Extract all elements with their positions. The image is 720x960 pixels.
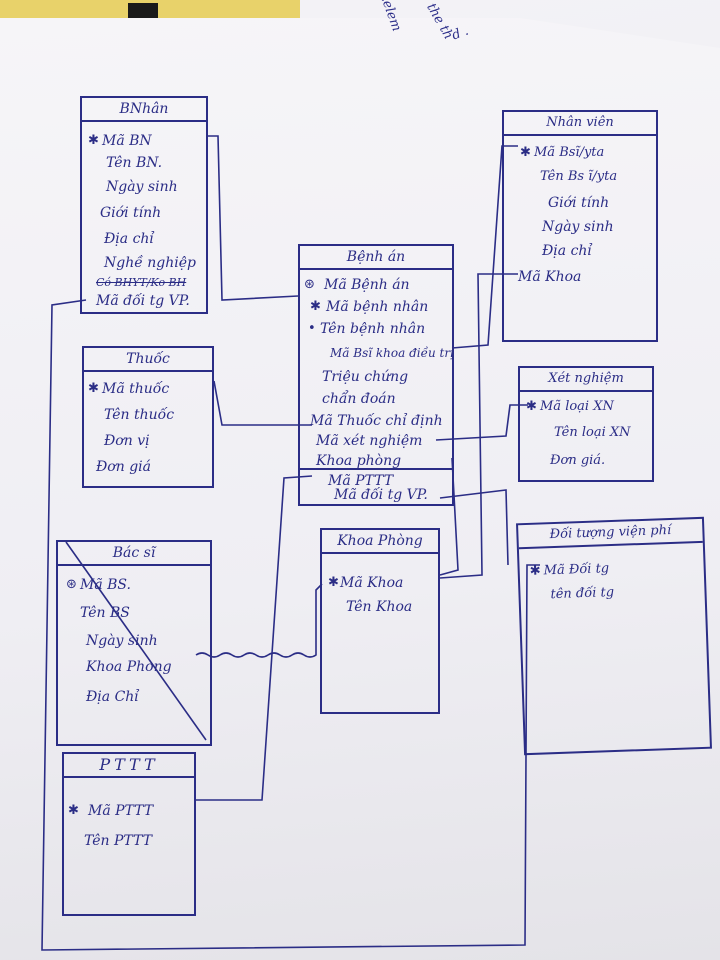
divider [300,468,452,470]
attr: Mã PTTT [328,473,394,489]
line-bn-benhan [207,135,299,301]
attr: Đơn giá [96,459,151,475]
line-bsi-nhanvien [451,145,518,349]
entity-title: Nhân viên [504,112,656,136]
attr: Mã Thuốc chỉ định [310,413,443,429]
entity-bacsi: Bác sĩ ⊛ Mã BS. Tên BS Ngày sinh Khoa Ph… [56,540,212,746]
line-benhan-doituong [439,489,509,566]
entity-khoaphong: Khoa Phòng ✱ Mã Khoa Tên Khoa [320,528,440,714]
attr: Mã Khoa [518,269,582,285]
entity-title: Đối tượng viện phí [518,518,703,550]
entity-title: Khoa Phòng [322,530,438,554]
entity-nhanvien: Nhân viên ✱ Mã Bsĩ/yta Tên Bs ĩ/yta Giới… [502,110,658,342]
entity-title: Thuốc [84,348,212,372]
attr: Địa chỉ [542,243,592,259]
attr: Mã PTTT [88,803,154,819]
attr: tên đối tg [550,584,615,603]
attr: Mã đối tg VP. [334,487,428,503]
attr: Mã bệnh nhân [326,299,429,315]
line-doituong-loop [41,299,540,951]
attr: chẩn đoán [322,391,396,407]
attr: Địa chỉ [104,231,154,247]
primary-key-icon: ✱ [88,133,99,148]
dark-mark [128,3,158,21]
attr: Đơn giá. [550,453,606,468]
line-benhan-khoaphong [439,457,459,576]
entity-pttt: PTTT ✱ Mã PTTT Tên PTTT [62,752,196,916]
attr: Mã loại XN [540,399,614,414]
line-bacsi-khoaphong [195,583,323,658]
entity-title: Xét nghiệm [520,368,652,392]
primary-key-icon: ⊛ [304,277,315,292]
attr: Tên Khoa [346,599,413,615]
attr: Tên BS [80,605,130,621]
primary-key-icon: ⊛ [66,577,77,592]
primary-key-icon: ✱ [526,399,537,414]
key-marker-icon: ✱ [310,299,321,314]
primary-key-icon: ✱ [88,381,99,396]
attr: Mã Bệnh án [324,277,410,293]
entity-xetnghiem: Xét nghiệm ✱ Mã loại XN Tên loại XN Đơn … [518,366,654,482]
attr: Khoa Phòng [86,659,172,675]
key-marker-icon: • [308,321,316,336]
attr: Mã xét nghiệm [316,433,423,449]
attr: Ngày sinh [542,219,614,235]
attr: Nghề nghiệp [104,255,197,271]
entity-title: PTTT [64,754,194,778]
attr: Giới tính [100,205,162,221]
attr: Tên thuốc [104,407,175,423]
attr: Địa Chỉ [86,689,139,705]
attr: Giới tính [548,195,610,211]
line-nvkhoa-khoaphong [439,273,518,579]
attr: Tên Bs ĩ/yta [540,169,618,184]
attr: Đơn vị [104,433,150,449]
line-benhan-pttt [196,475,313,801]
attr: Tên loại XN [554,425,631,440]
entity-thuoc: Thuốc ✱ Mã thuốc Tên thuốc Đơn vị Đơn gi… [82,346,214,488]
attr: Mã Bsĩ khoa điều trị [330,346,454,360]
attr: Mã đối tg VP. [96,293,190,309]
attr: Mã thuốc [102,381,170,397]
attr: Mã Đối tg [543,561,610,579]
entity-title: Bệnh án [300,246,452,270]
primary-key-icon: ✱ [328,575,339,590]
attr: Mã BN [102,133,152,149]
entity-title: BNhân [82,98,206,122]
attr: Tên PTTT [84,833,152,849]
attr: Mã Bsĩ/yta [534,145,605,160]
entity-bnhan: BNhân ✱ Mã BN Tên BN. Ngày sinh Giới tín… [80,96,208,314]
entity-title: Bác sĩ [58,542,210,566]
attr: Triệu chứng [322,369,409,385]
attr: Mã Khoa [340,575,404,591]
line-thuoc-benhan [213,380,312,426]
paper-sheet [0,18,720,960]
attr: Có BHYT/Ko BH [96,276,187,289]
primary-key-icon: ✱ [520,145,531,160]
entity-benhan: Bệnh án ⊛ Mã Bệnh án ✱ Mã bệnh nhân • Tê… [298,244,454,506]
entity-doituong: Đối tượng viện phí ✱ Mã Đối tg tên đối t… [516,516,712,756]
attr: Tên BN. [106,155,163,171]
primary-key-icon: ✱ [529,563,541,579]
attr: Khoa phòng [316,453,402,469]
strike-through-line [65,541,207,741]
primary-key-icon: ✱ [68,803,79,818]
attr: Ngày sinh [106,179,178,195]
attr: Tên bệnh nhân [320,321,426,337]
